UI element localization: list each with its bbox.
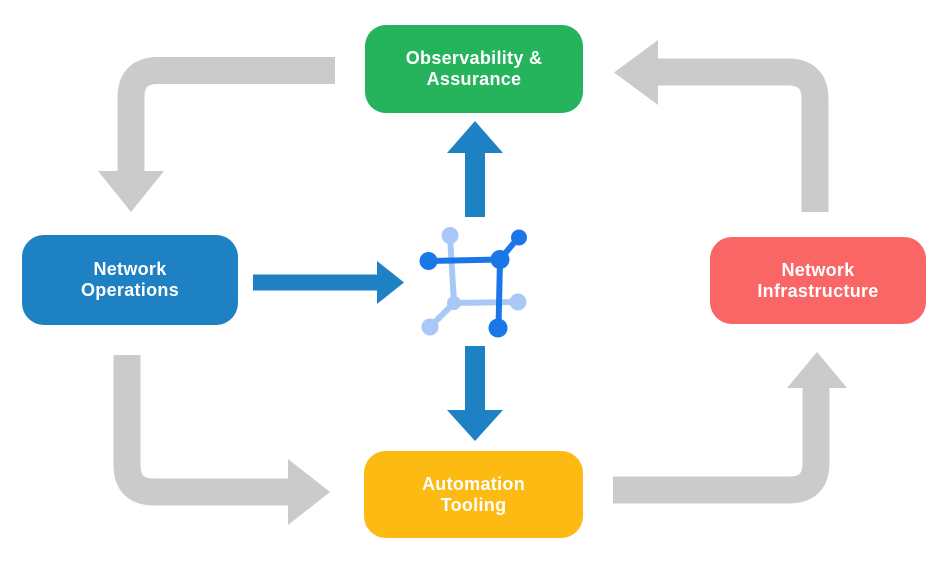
mesh-node: [511, 229, 527, 246]
mesh-top-edge: [426, 256, 503, 264]
blue-arrowhead-down: [447, 410, 503, 441]
arrow-center-to-observability: [447, 121, 503, 217]
mesh-node: [421, 318, 439, 336]
flow-arrow-shaft: [657, 58, 829, 212]
node-network-operations-box: [22, 235, 238, 325]
flow-arrow-shaft: [613, 388, 830, 504]
flow-arrowhead-right: [288, 459, 330, 525]
node-network-infrastructure-box: [710, 237, 926, 324]
arrow-operations-to-center: [253, 261, 404, 304]
node-label-line: Observability &: [405, 48, 543, 68]
mesh-node: [419, 252, 438, 270]
flow-arrow-shaft: [113, 355, 288, 506]
blue-arrowhead-up: [447, 121, 503, 153]
mesh-node: [488, 318, 508, 338]
node-label-line: Automation: [422, 473, 525, 494]
mesh-node: [441, 227, 459, 244]
flow-arrow-shaft: [117, 57, 335, 172]
node-label-line: Assurance: [426, 69, 522, 89]
node-observability-assurance-box: [365, 25, 583, 113]
flow-arrow-operations-to-automation: [113, 355, 330, 525]
blue-arrowhead-right: [377, 261, 404, 304]
flow-arrowhead-down: [98, 171, 164, 212]
mesh-left-edge: [447, 233, 457, 306]
node-observability-assurance-label: Observability & Assurance: [365, 25, 583, 113]
node-automation-tooling-box: [364, 451, 583, 538]
node-network-operations-label: Network Operations: [22, 235, 238, 325]
node-automation-tooling-label: Automation Tooling: [364, 451, 583, 538]
flow-arrow-automation-to-infrastructure: [613, 352, 847, 504]
node-label-line: Network: [93, 259, 167, 279]
flow-arrow-observability-to-operations: [98, 57, 335, 212]
mesh-node: [490, 250, 510, 269]
node-label-line: Operations: [80, 280, 180, 300]
flow-arrow-infrastructure-to-observability: [614, 40, 829, 212]
node-network-infrastructure-label: Network Infrastructure: [710, 237, 926, 324]
arrow-center-to-automation: [447, 346, 503, 441]
mesh-node: [447, 296, 461, 310]
mesh-right-edge: [495, 256, 503, 331]
node-label-line: Infrastructure: [757, 280, 879, 301]
node-label-line: Network: [781, 259, 855, 280]
flow-arrowhead-left: [614, 40, 658, 105]
flow-arrowhead-up: [787, 352, 847, 388]
mesh-node: [509, 293, 527, 311]
network-mesh-icon: [419, 227, 527, 338]
node-label-line: Tooling: [440, 494, 507, 515]
mesh-bottom-edge: [451, 299, 520, 306]
